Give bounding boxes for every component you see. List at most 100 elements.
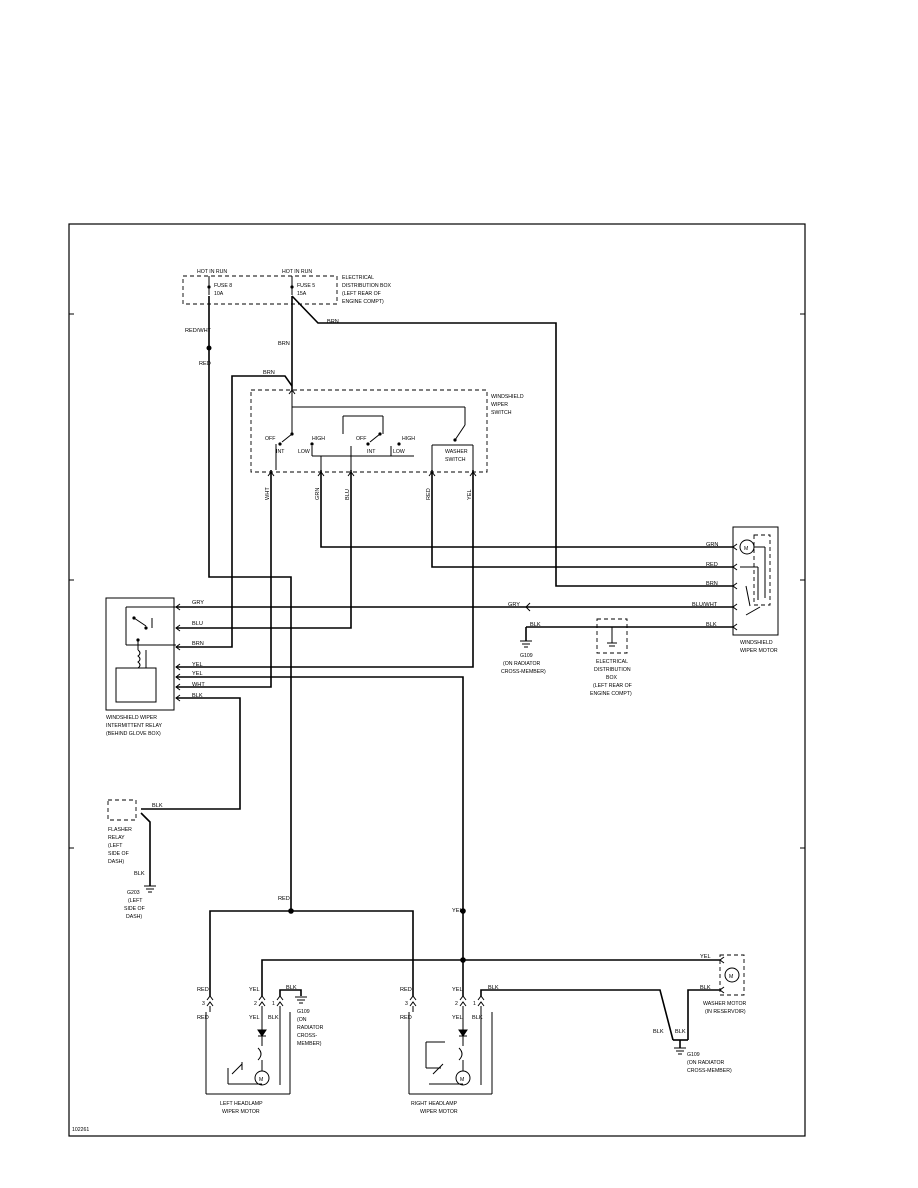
dist-box-2-desc-1: ELECTRICAL (596, 659, 628, 665)
flasher-title-2: RELAY (108, 835, 125, 841)
wire-label: RED (400, 1015, 412, 1021)
ground-g109-right: G109 (ON RADIATOR CROSS-MEMBER) (673, 1039, 732, 1074)
fuse-box-desc-3: (LEFT REAR OF (342, 291, 381, 297)
wire-label: YEL (192, 662, 203, 668)
dist-box-2-desc-3: BOX (606, 675, 617, 681)
wire-label: RED (199, 361, 211, 367)
dist-box-2-desc-5: ENGINE COMPT) (590, 691, 632, 697)
ground-g203: G203 (LEFT SIDE OF DASH) (124, 885, 156, 920)
right-headlamp-wiper-motor: M 3 2 1 RIGHT HEADLAMP WIPER MOTOR (405, 995, 493, 1115)
fuse-box-desc-4: ENGINE COMPT) (342, 299, 384, 305)
wire-label: YEL (249, 1015, 260, 1021)
flasher-relay: FLASHER RELAY (LEFT SIDE OF DASH) (107, 799, 137, 865)
fuse8-amp: 10A (214, 291, 224, 297)
wire-label: BRN (327, 319, 339, 325)
wiper-motor-title-1: WINDSHIELD (740, 640, 773, 646)
splice-dots (206, 345, 466, 963)
left-motor-title-1: LEFT HEADLAMP (220, 1101, 263, 1107)
left-headlamp-wiper-motor: M 3 2 1 LEFT HEADLAMP WIPER MOTOR (202, 995, 291, 1115)
wire-label: BLU (345, 489, 351, 500)
g203-loc-2: SIDE OF (124, 906, 145, 912)
switch-low-2: LOW (393, 449, 405, 455)
wire-label: BLK (134, 871, 145, 877)
g109-left-loc-4: MEMBER) (297, 1041, 322, 1047)
distribution-box-2: ELECTRICAL DISTRIBUTION BOX (LEFT REAR O… (590, 618, 632, 697)
wire-label: RED (278, 896, 290, 902)
wire-label: WHT (192, 682, 205, 688)
ground-g109-top: G109 (ON RADIATOR CROSS-MEMBER) (501, 627, 546, 675)
fuse8-hot-label: HOT IN RUN (197, 269, 227, 275)
g109-top-loc-1: (ON RADIATOR (503, 661, 541, 667)
wire-label: WHT (265, 487, 271, 500)
wire-label: GRY (192, 600, 204, 606)
fuse8-name: FUSE 8 (214, 283, 232, 289)
switch-int-1: INT (276, 449, 285, 455)
g109-top-loc-2: CROSS-MEMBER) (501, 669, 546, 675)
inline-connector (525, 602, 531, 612)
washer-switch-1: WASHER (445, 449, 468, 455)
switch-off-2: OFF (356, 436, 366, 442)
relay-title-1: WINDSHIELD WIPER (106, 715, 157, 721)
switch-high-2: HIGH (402, 436, 415, 442)
wire-label: GRN (706, 542, 718, 548)
frame-ticks (69, 313, 805, 849)
wire-label: BLK (530, 622, 541, 628)
wire-label: BLU/WHT (692, 602, 718, 608)
wire-label: RED (400, 987, 412, 993)
figure-id: 102261 (72, 1127, 89, 1133)
wire-label: BLK (706, 622, 717, 628)
wire-label: YEL (452, 908, 463, 914)
flasher-title-1: FLASHER (108, 827, 132, 833)
fuse-box: HOT IN RUN HOT IN RUN FUSE 8 10A FUSE 5 … (182, 269, 392, 305)
wire-label: YEL (452, 1015, 463, 1021)
g109-right-ref: G109 (687, 1052, 700, 1058)
wire-label: BRN (263, 370, 275, 376)
wire-label: RED (197, 1015, 209, 1021)
g109-left-loc-2: RADIATOR (297, 1025, 324, 1031)
fuse5-amp: 15A (297, 291, 307, 297)
left-pin3: 3 (202, 1001, 205, 1007)
wire-label: BLK (286, 985, 297, 991)
wire-label: BLK (488, 985, 499, 991)
diagram-frame (68, 223, 806, 1137)
switch-title-3: SWITCH (491, 410, 512, 416)
switch-off-1: OFF (265, 436, 275, 442)
switch-int-2: INT (367, 449, 376, 455)
wire-label: BLK (472, 1015, 483, 1021)
right-motor-title-2: WIPER MOTOR (420, 1109, 458, 1115)
wire-label: YEL (249, 987, 260, 993)
fuse5-name: FUSE 5 (297, 283, 315, 289)
flasher-title-4: SIDE OF (108, 851, 129, 857)
right-motor-title-1: RIGHT HEADLAMP (411, 1101, 458, 1107)
g109-left-ref: G109 (297, 1009, 310, 1015)
wires (140, 295, 733, 1041)
wire-label: YEL (700, 954, 711, 960)
switch-low-1: LOW (298, 449, 310, 455)
g109-top-ref: G109 (520, 653, 533, 659)
switch-title-2: WIPER (491, 402, 508, 408)
fuse5-hot-label: HOT IN RUN (282, 269, 312, 275)
fuse-box-desc-2: DISTRIBUTION BOX (342, 283, 392, 289)
wire-label: YEL (452, 987, 463, 993)
wire-label: YEL (192, 671, 203, 677)
right-pin3: 3 (405, 1001, 408, 1007)
intermittent-relay: WINDSHIELD WIPER INTERMITTENT RELAY (BEH… (105, 597, 181, 737)
washer-switch-2: SWITCH (445, 457, 466, 463)
wire-label: GRY (508, 602, 520, 608)
left-pin1: 1 (272, 1001, 275, 1007)
ground-g109-left: G109 (ON RADIATOR CROSS- MEMBER) (295, 996, 324, 1047)
windshield-wiper-motor: M WINDSHIELD WIPER MOTOR (732, 526, 779, 654)
wire-label: YEL (467, 489, 473, 500)
right-pin2: 2 (455, 1001, 458, 1007)
washer-motor-title-2: (IN RESERVOIR) (705, 1009, 746, 1015)
wire-label: RED (426, 488, 432, 500)
wire-label: BRN (192, 641, 204, 647)
washer-motor-title-1: WASHER MOTOR (703, 1001, 746, 1007)
g109-right-loc-2: CROSS-MEMBER) (687, 1068, 732, 1074)
g109-left-loc-3: CROSS- (297, 1033, 317, 1039)
flasher-title-3: (LEFT (108, 843, 123, 849)
dist-box-2-desc-2: DISTRIBUTION (594, 667, 631, 673)
right-pin1: 1 (473, 1001, 476, 1007)
wire-label: RED/WHT (185, 328, 212, 334)
wire-label: BLK (268, 1015, 279, 1021)
